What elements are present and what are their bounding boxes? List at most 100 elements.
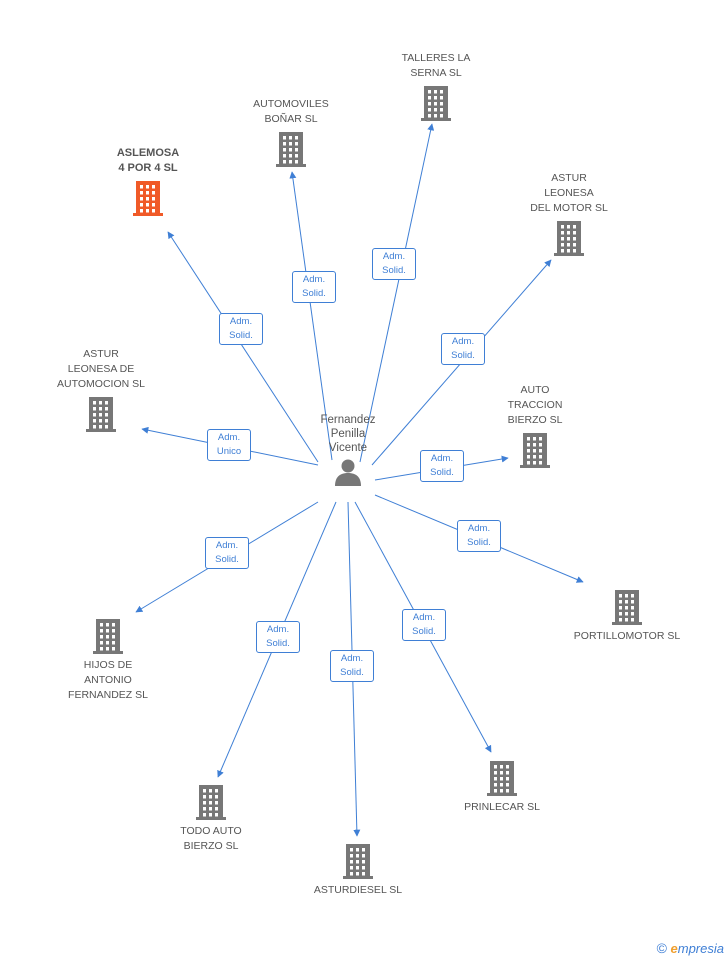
relationship-label-line: Adm. bbox=[467, 523, 491, 534]
company-node-talleres-la-serna[interactable]: TALLERES LA SERNA SL bbox=[366, 51, 506, 121]
relationship-label-hijos-de-antonio-fernandez: Adm. Solid. bbox=[205, 537, 249, 569]
company-name: AUTOMOVILES BOÑAR SL bbox=[221, 97, 361, 127]
relationship-label-line: Adm. bbox=[382, 251, 406, 262]
relationship-label-portillomotor: Adm. Solid. bbox=[457, 520, 501, 552]
relationship-label-line: Adm. bbox=[451, 336, 475, 347]
relationship-label-talleres-la-serna: Adm. Solid. bbox=[372, 248, 416, 280]
relationship-label-line: Solid. bbox=[412, 626, 436, 637]
company-name-line: TRACCION bbox=[507, 399, 563, 411]
company-name-line: PORTILLOMOTOR SL bbox=[573, 630, 681, 642]
building-icon bbox=[93, 619, 123, 654]
relationship-label-auto-traccion-bierzo: Adm. Solid. bbox=[420, 450, 464, 482]
relationship-label-line: Adm. bbox=[229, 316, 253, 327]
relationship-label-astur-leonesa-del-motor: Adm. Solid. bbox=[441, 333, 485, 365]
company-name-line: FERNANDEZ SL bbox=[68, 689, 148, 701]
relationship-label-line: Solid. bbox=[382, 265, 406, 276]
company-node-astur-leonesa-de-automocion[interactable]: ASTUR LEONESA DE AUTOMOCION SL bbox=[31, 347, 171, 432]
company-node-prinlecar[interactable]: PRINLECAR SL bbox=[432, 760, 572, 815]
relationship-label-line: Adm. bbox=[302, 274, 326, 285]
company-node-portillomotor[interactable]: PORTILLOMOTOR SL bbox=[557, 589, 697, 644]
building-icon bbox=[196, 785, 226, 820]
person-name-line-2: Penilla bbox=[330, 428, 366, 440]
company-name: PORTILLOMOTOR SL bbox=[557, 629, 697, 644]
person-name-line-1: Fernandez bbox=[320, 414, 376, 426]
company-name-line: ANTONIO bbox=[84, 674, 132, 686]
empresia-logo: © empresia bbox=[657, 940, 724, 956]
person-icon bbox=[335, 459, 361, 486]
relationship-label-line: Solid. bbox=[430, 467, 454, 478]
company-name-line: AUTOMOCION SL bbox=[57, 378, 145, 390]
relationship-label-aslemosa: Adm. Solid. bbox=[219, 313, 263, 345]
company-name: ASLEMOSA 4 POR 4 SL bbox=[78, 146, 218, 176]
company-name-line: TALLERES LA bbox=[401, 52, 471, 64]
company-name-line: TODO AUTO bbox=[180, 825, 242, 837]
relationship-label-line: Solid. bbox=[340, 667, 364, 678]
brand-name: mpresia bbox=[677, 941, 724, 956]
edge-talleres-la-serna bbox=[359, 123, 435, 463]
relationship-label-line: Solid. bbox=[229, 330, 253, 341]
company-name-line: 4 POR 4 SL bbox=[118, 162, 178, 174]
company-node-asturdiesel[interactable]: ASTURDIESEL SL bbox=[288, 843, 428, 898]
company-name-line: BOÑAR SL bbox=[264, 113, 318, 125]
company-name: TODO AUTO BIERZO SL bbox=[141, 824, 281, 854]
company-node-automoviles-bonar[interactable]: AUTOMOVILES BOÑAR SL bbox=[221, 97, 361, 167]
company-node-aslemosa[interactable]: ASLEMOSA 4 POR 4 SL bbox=[78, 146, 218, 216]
building-icon bbox=[276, 132, 306, 167]
relationship-label-line: Unico bbox=[216, 446, 242, 457]
person-name: Fernandez Penilla Vicente bbox=[303, 413, 393, 455]
company-name-line: ASTUR bbox=[83, 348, 119, 360]
relationship-label-line: Solid. bbox=[467, 537, 491, 548]
company-name-line: PRINLECAR SL bbox=[464, 801, 540, 813]
relationship-label-prinlecar: Adm. Solid. bbox=[402, 609, 446, 641]
relationship-label-line: Adm. bbox=[266, 624, 290, 635]
relationship-label-line: Solid. bbox=[302, 288, 326, 299]
edge-aslemosa bbox=[167, 231, 319, 463]
building-icon bbox=[612, 590, 642, 625]
company-name: AUTO TRACCION BIERZO SL bbox=[465, 383, 605, 428]
brand-first-letter: e bbox=[670, 941, 678, 956]
company-name-line: ASLEMOSA bbox=[116, 147, 180, 159]
building-icon bbox=[421, 86, 451, 121]
company-name: ASTUR LEONESA DE AUTOMOCION SL bbox=[31, 347, 171, 392]
person-name-line-3: Vicente bbox=[328, 442, 368, 454]
building-icon bbox=[133, 181, 163, 216]
company-name-line: BIERZO SL bbox=[183, 840, 239, 852]
relationship-label-line: Adm. bbox=[217, 432, 241, 443]
building-icon bbox=[487, 761, 517, 796]
relationship-label-line: Adm. bbox=[412, 612, 436, 623]
person-node[interactable]: Fernandez Penilla Vicente bbox=[303, 413, 393, 487]
relationship-label-todo-auto-bierzo: Adm. Solid. bbox=[256, 621, 300, 653]
company-name: HIJOS DE ANTONIO FERNANDEZ SL bbox=[38, 658, 178, 703]
relationship-label-line: Solid. bbox=[215, 554, 239, 565]
relationship-label-automoviles-bonar: Adm. Solid. bbox=[292, 271, 336, 303]
relationship-label-line: Solid. bbox=[266, 638, 290, 649]
company-name-line: AUTO bbox=[520, 384, 550, 396]
company-name-line: DEL MOTOR SL bbox=[530, 202, 608, 214]
company-name-line: HIJOS DE bbox=[83, 659, 133, 671]
company-name: ASTURDIESEL SL bbox=[288, 883, 428, 898]
building-icon bbox=[520, 433, 550, 468]
company-name: PRINLECAR SL bbox=[432, 800, 572, 815]
building-icon bbox=[343, 844, 373, 879]
company-name: TALLERES LA SERNA SL bbox=[366, 51, 506, 81]
company-node-todo-auto-bierzo[interactable]: TODO AUTO BIERZO SL bbox=[141, 784, 281, 854]
relationship-label-astur-leonesa-de-automocion: Adm. Unico bbox=[207, 429, 251, 461]
edge-automoviles-bonar bbox=[289, 171, 333, 461]
relationship-label-line: Adm. bbox=[430, 453, 454, 464]
building-icon bbox=[554, 221, 584, 256]
relationship-label-line: Adm. bbox=[215, 540, 239, 551]
company-node-hijos-de-antonio-fernandez[interactable]: HIJOS DE ANTONIO FERNANDEZ SL bbox=[38, 618, 178, 703]
company-node-auto-traccion-bierzo[interactable]: AUTO TRACCION BIERZO SL bbox=[465, 383, 605, 468]
company-name-line: BIERZO SL bbox=[507, 414, 563, 426]
company-name-line: LEONESA DE bbox=[67, 363, 135, 375]
relationship-label-asturdiesel: Adm.Solid. bbox=[330, 650, 374, 682]
building-icon bbox=[86, 397, 116, 432]
company-name-line: SERNA SL bbox=[410, 67, 462, 79]
company-name-line: LEONESA bbox=[544, 187, 594, 199]
copyright-icon: © bbox=[656, 940, 667, 956]
company-name-line: AUTOMOVILES bbox=[253, 98, 329, 110]
relationship-label-line: Solid. bbox=[451, 350, 475, 361]
company-name-line: ASTURDIESEL SL bbox=[313, 884, 403, 896]
